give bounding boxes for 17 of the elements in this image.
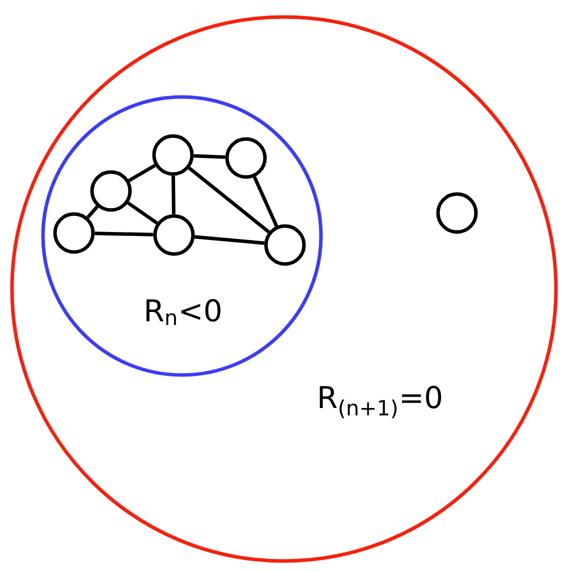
- graph-edge: [127, 201, 158, 225]
- graph-vertex: [264, 224, 306, 266]
- graph-edge: [172, 176, 176, 214]
- graph-edge: [188, 166, 270, 234]
- graph-edge: [86, 205, 99, 219]
- graph-edge: [94, 232, 154, 236]
- graph-edge: [194, 154, 226, 159]
- graph-vertex: [436, 192, 478, 234]
- graph-vertex: [225, 137, 267, 179]
- graph-edge: [128, 164, 156, 182]
- graph-vertex: [90, 170, 132, 212]
- graph-edge: [252, 176, 278, 227]
- graph-vertex: [53, 212, 95, 254]
- circle-region: R$_{n}$<0: [41, 95, 323, 377]
- graph-edge: [194, 235, 264, 245]
- graph-vertex: [152, 134, 194, 176]
- graph-vertex: [153, 214, 195, 256]
